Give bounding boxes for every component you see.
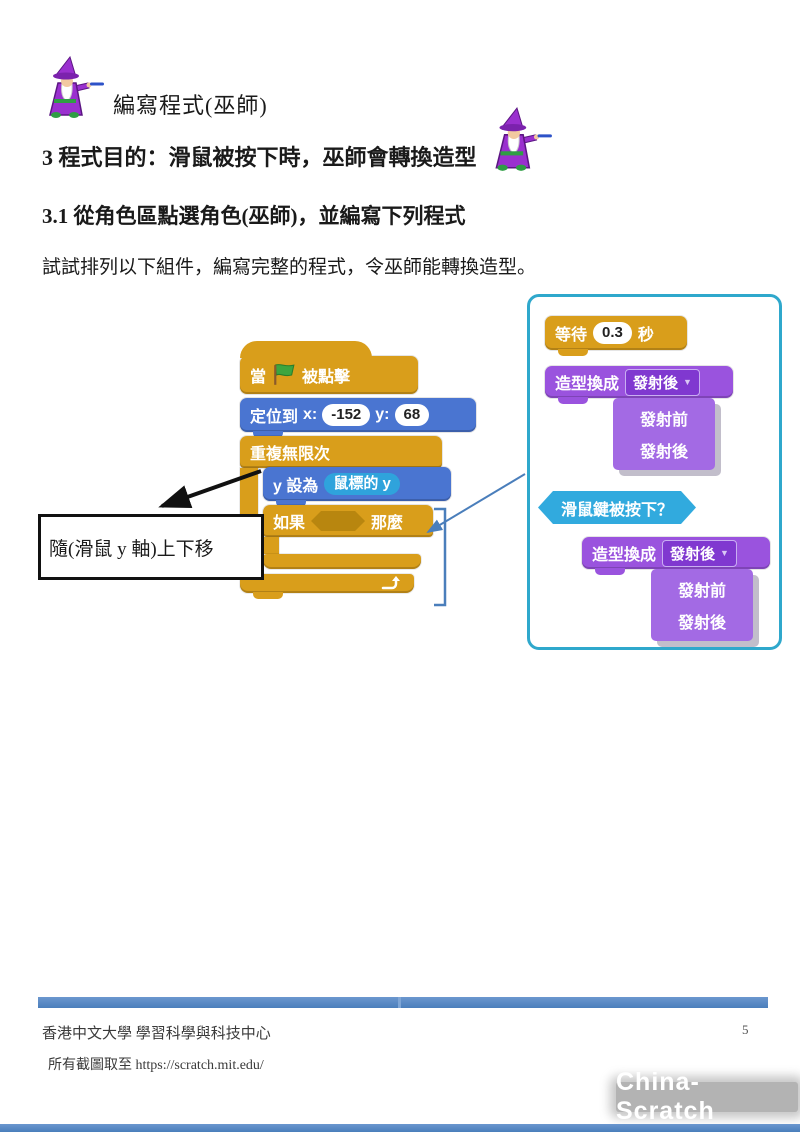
menu-item: 發射後 bbox=[639, 444, 688, 462]
menu-item: 發射前 bbox=[639, 411, 688, 429]
costume-label-2: 造型換成 bbox=[592, 547, 657, 564]
costume-label-1: 造型換成 bbox=[555, 376, 620, 393]
x-value-input: -152 bbox=[322, 404, 371, 426]
bottom-bar bbox=[0, 1124, 800, 1132]
insert-bracket bbox=[434, 507, 447, 607]
mouse-y-reporter: 鼠標的 y bbox=[324, 473, 400, 495]
if-prefix: 如果 bbox=[273, 515, 306, 532]
dropdown-arrow-icon: ▼ bbox=[683, 376, 692, 387]
costume-menu-1: 發射前 發射後 bbox=[613, 398, 715, 470]
menu-item: 發射後 bbox=[677, 615, 726, 633]
hat-suffix: 被點擊 bbox=[302, 369, 351, 386]
wait-block: 等待 0.3 秒 bbox=[545, 316, 687, 356]
switch-costume-block-2: 造型換成 發射後 ▼ bbox=[582, 537, 770, 575]
intro-text: 試試排列以下組件，編寫完整的程式，令巫師能轉換造型。 bbox=[42, 257, 537, 278]
wizard-icon-2 bbox=[482, 106, 554, 176]
footer-divider-seam bbox=[398, 997, 401, 1008]
watermark-badge: China-Scratch bbox=[616, 1068, 798, 1125]
footer-source-link[interactable]: 所有截圖取至 https://scratch.mit.edu/ bbox=[48, 1058, 264, 1073]
costume-selected-1: 發射後 bbox=[633, 374, 679, 392]
green-flag-icon bbox=[272, 364, 296, 386]
y-value-input: 68 bbox=[394, 404, 430, 426]
goto-xy-block: 定位到 x: -152 y: 68 bbox=[240, 398, 476, 438]
footer-organization: 香港中文大學 學習科學與科技中心 bbox=[42, 1026, 271, 1042]
loop-arrow-icon bbox=[380, 576, 400, 591]
when-flag-clicked-block: 當 被點擊 bbox=[240, 341, 418, 394]
forever-label: 重複無限次 bbox=[250, 446, 331, 463]
mouse-down-label: 滑鼠鍵被按下？ bbox=[560, 501, 673, 519]
section-3-heading: 3 程式目的：滑鼠被按下時，巫師會轉換造型 bbox=[42, 145, 477, 170]
section-3-1-heading: 3.1 從角色區點選角色(巫師)，並編寫下列程式 bbox=[42, 204, 466, 228]
if-suffix: 那麼 bbox=[371, 515, 404, 532]
wait-value-input: 0.3 bbox=[593, 322, 632, 344]
annotation-box: 隨(滑鼠 y 軸)上下移 bbox=[38, 514, 264, 580]
page-title: 編寫程式(巫師) bbox=[113, 93, 268, 118]
wait-prefix: 等待 bbox=[555, 327, 588, 344]
if-then-block: 如果 那麼 bbox=[263, 505, 433, 537]
wizard-icon bbox=[36, 55, 106, 122]
mouse-down-block: 滑鼠鍵被按下？ bbox=[538, 491, 696, 524]
costume-menu-2: 發射前 發射後 bbox=[651, 569, 753, 641]
dropdown-arrow-icon: ▼ bbox=[720, 547, 729, 558]
forever-block-foot bbox=[240, 574, 414, 599]
set-y-label: y 設為 bbox=[273, 478, 319, 495]
hat-prefix: 當 bbox=[250, 369, 267, 386]
costume-dropdown-2: 發射後 ▼ bbox=[662, 539, 737, 567]
costume-dropdown-1: 發射後 ▼ bbox=[625, 368, 700, 396]
costume-selected-2: 發射後 bbox=[670, 545, 716, 563]
forever-block: 重複無限次 bbox=[240, 436, 442, 468]
y-label: y: bbox=[375, 406, 390, 423]
condition-slot bbox=[311, 511, 365, 531]
menu-item: 發射前 bbox=[677, 582, 726, 600]
annotation-text: 隨(滑鼠 y 軸)上下移 bbox=[49, 538, 214, 560]
switch-costume-block-1: 造型換成 發射後 ▼ bbox=[545, 366, 733, 404]
footer-divider-bar bbox=[38, 997, 768, 1008]
if-block-arm bbox=[263, 537, 279, 554]
goto-label: 定位到 bbox=[250, 409, 299, 426]
x-label: x: bbox=[303, 406, 318, 423]
set-y-block: y 設為 鼠標的 y bbox=[263, 467, 451, 507]
wait-suffix: 秒 bbox=[637, 327, 654, 344]
if-block-foot bbox=[263, 554, 421, 569]
footer-page-number: 5 bbox=[742, 1022, 749, 1037]
